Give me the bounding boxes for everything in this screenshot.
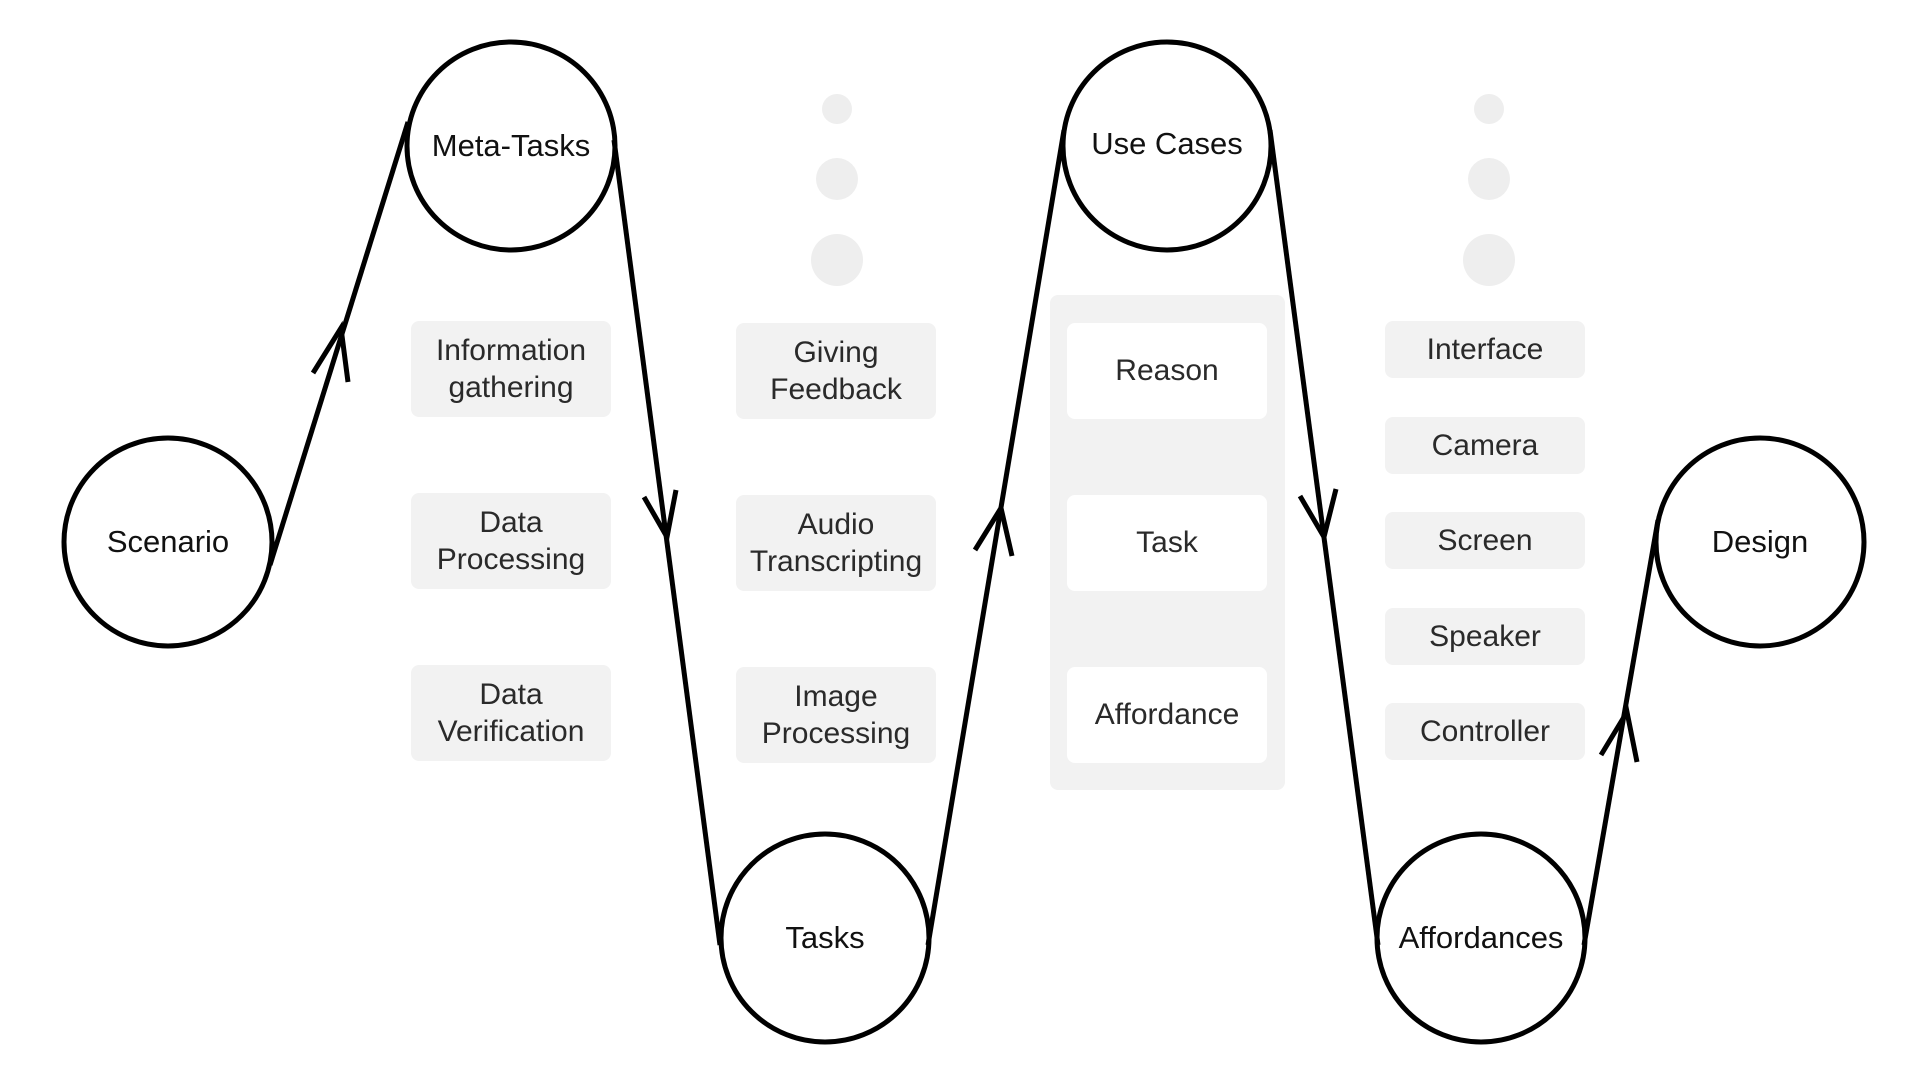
- arrowhead-down-2: [1297, 488, 1339, 544]
- tasks-circle: [718, 831, 932, 1045]
- ellipsis-dot-medium: [816, 158, 858, 200]
- affordance-item: Controller: [1385, 703, 1585, 760]
- task-item: Audio Transcripting: [736, 495, 936, 591]
- meta-task-item: Information gathering: [411, 321, 611, 417]
- meta-task-item: Data Verification: [411, 665, 611, 761]
- arrowhead-down-1: [641, 489, 679, 545]
- use-case-item: Reason: [1067, 323, 1267, 419]
- affordance-item: Interface: [1385, 321, 1585, 378]
- ellipsis-dot-small: [1474, 94, 1504, 124]
- ellipsis-dot-medium: [1468, 158, 1510, 200]
- task-item: Image Processing: [736, 667, 936, 763]
- affordances-circle: [1374, 831, 1588, 1045]
- ellipsis-dot-small: [822, 94, 852, 124]
- use-case-item: Affordance: [1067, 667, 1267, 763]
- ellipsis-dot-large: [1463, 234, 1515, 286]
- task-item: Giving Feedback: [736, 323, 936, 419]
- design-circle: [1653, 435, 1867, 649]
- connector-tasks-use-cases: [925, 129, 1067, 946]
- meta-task-item: Data Processing: [411, 493, 611, 589]
- use-case-item: Task: [1067, 495, 1267, 591]
- scenario-circle: [61, 435, 275, 649]
- ellipsis-dot-large: [811, 234, 863, 286]
- connector-meta-tasks-tasks: [611, 139, 723, 946]
- meta-tasks-circle: [404, 39, 618, 253]
- arrowhead-up-2: [972, 501, 1015, 557]
- affordance-item: Camera: [1385, 417, 1585, 474]
- arrowhead-up-3: [1598, 705, 1640, 763]
- connector-scenario-meta-tasks: [267, 121, 411, 566]
- arrowhead-up-1: [310, 320, 351, 383]
- affordance-item: Screen: [1385, 512, 1585, 569]
- affordance-item: Speaker: [1385, 608, 1585, 665]
- use-cases-circle: [1060, 39, 1274, 253]
- connector-affordances-design: [1581, 519, 1661, 946]
